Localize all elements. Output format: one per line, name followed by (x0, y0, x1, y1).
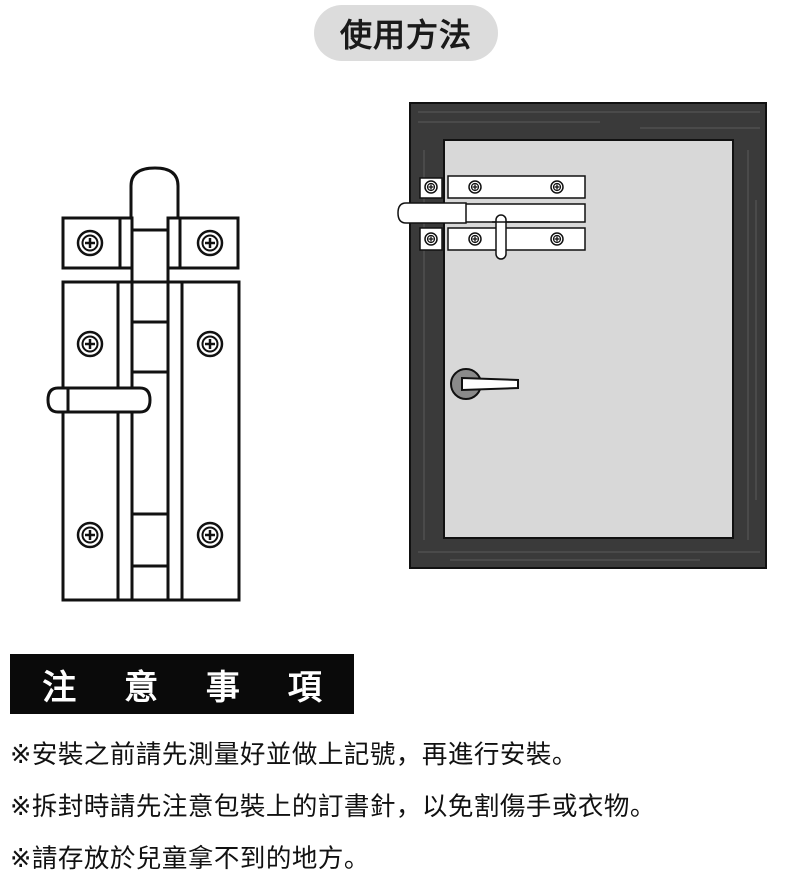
screw-icon (424, 232, 438, 246)
screw-icon (76, 521, 104, 549)
page-title: 使用方法 (314, 5, 498, 61)
note-item: ※安裝之前請先測量好並做上記號，再進行安裝。 (10, 740, 578, 770)
screw-icon (468, 180, 482, 194)
note-item: ※請存放於兒童拿不到的地方。 (10, 844, 370, 874)
door-handle-icon (450, 368, 519, 400)
screw-icon (196, 229, 224, 257)
screw-icon (76, 229, 104, 257)
note-item: ※拆封時請先注意包裝上的訂書針，以免割傷手或衣物。 (10, 792, 656, 822)
screw-icon (550, 180, 564, 194)
screw-icon (196, 330, 224, 358)
screw-icon (468, 232, 482, 246)
screw-icon (424, 180, 438, 194)
door-illustration (397, 102, 767, 569)
screw-icon (196, 521, 224, 549)
screw-icon (76, 330, 104, 358)
screw-icon (550, 232, 564, 246)
notes-heading: 注 意 事 項 (10, 654, 354, 714)
